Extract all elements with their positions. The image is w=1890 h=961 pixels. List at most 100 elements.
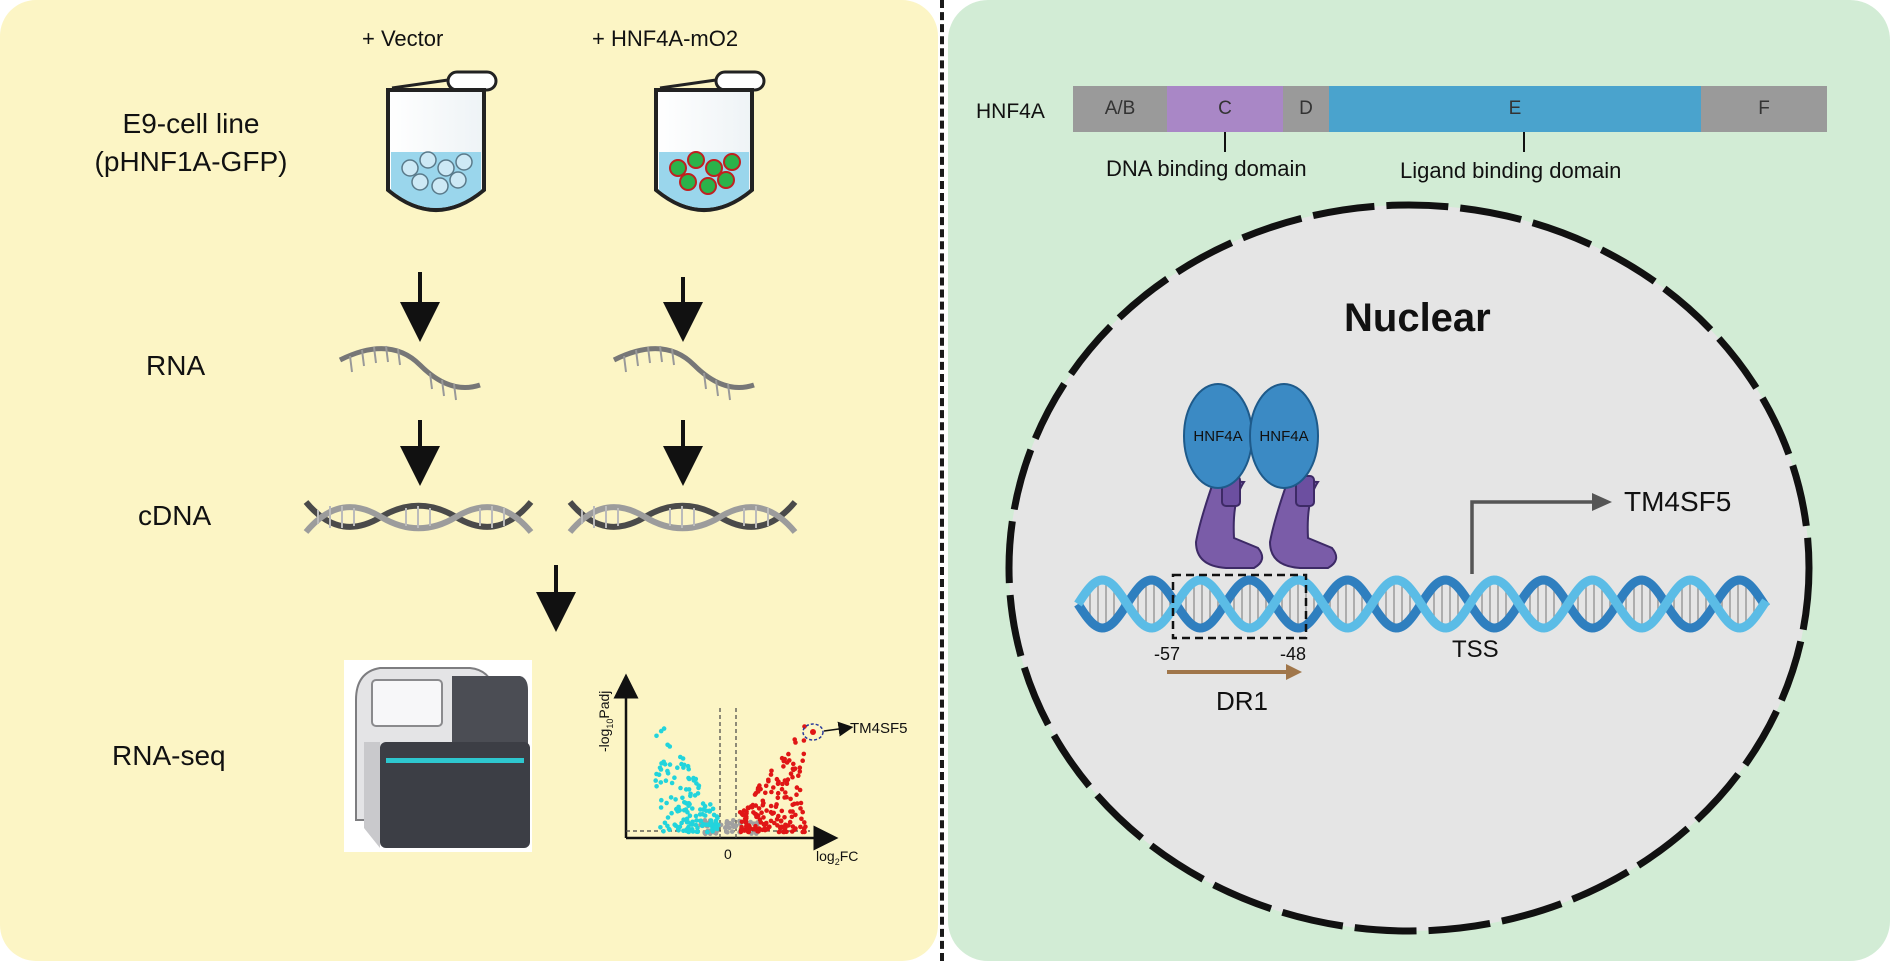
volcano-point — [762, 821, 767, 827]
volcano-point — [667, 744, 673, 749]
volcano-point — [768, 772, 774, 777]
volcano-point — [789, 829, 795, 834]
hnf4a-monomer-2 — [1249, 383, 1319, 489]
ligand-binding-domain-label: Ligand binding domain — [1400, 158, 1622, 183]
volcano-point — [763, 783, 769, 789]
volcano-point — [663, 778, 669, 783]
volcano-point — [802, 820, 807, 825]
volcano-point — [775, 790, 781, 796]
volcano-point — [709, 819, 714, 825]
volcano-point — [702, 804, 708, 809]
volcano-point — [679, 820, 684, 826]
volcano-point — [678, 754, 683, 760]
volcano-point — [761, 815, 766, 820]
volcano-point — [676, 828, 681, 833]
volcano-point — [796, 773, 801, 778]
volcano-y-label: -log10Padj — [596, 690, 615, 752]
condition-hnf4a-label: + HNF4A-mO2 — [592, 26, 739, 51]
volcano-point — [782, 778, 788, 783]
volcano-point — [776, 829, 782, 835]
volcano-point — [668, 795, 674, 800]
dr1-label: DR1 — [1216, 686, 1269, 716]
volcano-point — [802, 724, 807, 729]
volcano-point — [759, 810, 764, 815]
volcano-point — [687, 813, 693, 818]
cdna-helix-hnf4a — [567, 500, 798, 534]
volcano-point — [665, 815, 671, 820]
volcano-point — [790, 774, 795, 780]
volcano-point — [769, 789, 774, 795]
volcano-point — [724, 819, 730, 824]
volcano-point — [666, 826, 672, 832]
volcano-point — [788, 809, 793, 814]
volcano-point — [667, 762, 673, 767]
volcano-point — [746, 805, 752, 811]
volcano-point — [654, 771, 659, 777]
volcano-point — [801, 738, 807, 743]
protein-name-label: HNF4A — [976, 100, 1045, 123]
domain-d — [1283, 86, 1329, 132]
volcano-point — [797, 787, 803, 793]
volcano-point — [756, 829, 761, 834]
volcano-point — [771, 785, 776, 790]
volcano-point — [725, 829, 730, 835]
volcano-point — [685, 763, 691, 769]
volcano-highlight-point — [810, 729, 816, 735]
domain-e — [1329, 86, 1701, 132]
volcano-point — [766, 824, 772, 829]
row-label-rnaseq: RNA-seq — [112, 740, 226, 771]
volcano-point — [724, 823, 730, 829]
volcano-point — [794, 792, 799, 797]
volcano-point — [695, 825, 700, 831]
volcano-point — [797, 765, 803, 770]
volcano-highlight-circle — [802, 723, 824, 741]
volcano-point — [801, 751, 807, 757]
volcano-x-label: log2FC — [816, 848, 859, 867]
volcano-point — [783, 824, 788, 830]
volcano-point — [741, 808, 747, 813]
volcano-point — [797, 769, 803, 774]
volcano-point — [690, 819, 695, 825]
volcano-point — [775, 781, 781, 787]
volcano-point — [683, 787, 689, 792]
volcano-point — [658, 805, 664, 810]
volcano-point — [778, 818, 784, 824]
volcano-point — [756, 806, 762, 811]
condition-vector-label: + Vector — [362, 26, 444, 51]
cdna-helix-vector — [303, 500, 534, 534]
volcano-point — [794, 785, 800, 790]
volcano-point — [769, 768, 774, 774]
tss-label: TSS — [1452, 636, 1499, 663]
volcano-point — [789, 814, 795, 820]
volcano-point — [764, 808, 769, 813]
volcano-point — [739, 819, 745, 825]
volcano-point — [793, 740, 798, 745]
volcano-point — [782, 815, 787, 820]
volcano-point — [761, 800, 766, 806]
volcano-point — [694, 829, 700, 834]
volcano-point — [781, 764, 786, 769]
volcano-point — [801, 826, 807, 831]
domain-e-label: E — [1508, 98, 1522, 119]
volcano-point — [710, 827, 716, 833]
volcano-point — [673, 797, 678, 802]
domain-c-label: C — [1218, 98, 1232, 119]
domain-f-label: F — [1758, 98, 1770, 119]
domain-c — [1167, 86, 1283, 132]
tss-arrow — [1470, 500, 1598, 574]
volcano-point — [782, 795, 787, 800]
volcano-point — [708, 802, 713, 807]
panel-divider — [940, 0, 944, 961]
volcano-point — [688, 791, 693, 797]
volcano-point — [745, 829, 751, 835]
volcano-point — [753, 812, 759, 817]
volcano-point — [729, 829, 735, 834]
volcano-point — [678, 785, 683, 791]
volcano-point — [779, 786, 785, 792]
volcano-point — [659, 797, 664, 803]
volcano-point — [786, 751, 791, 757]
volcano-point — [700, 811, 705, 817]
volcano-point — [800, 758, 805, 763]
volcano-point — [780, 781, 785, 787]
